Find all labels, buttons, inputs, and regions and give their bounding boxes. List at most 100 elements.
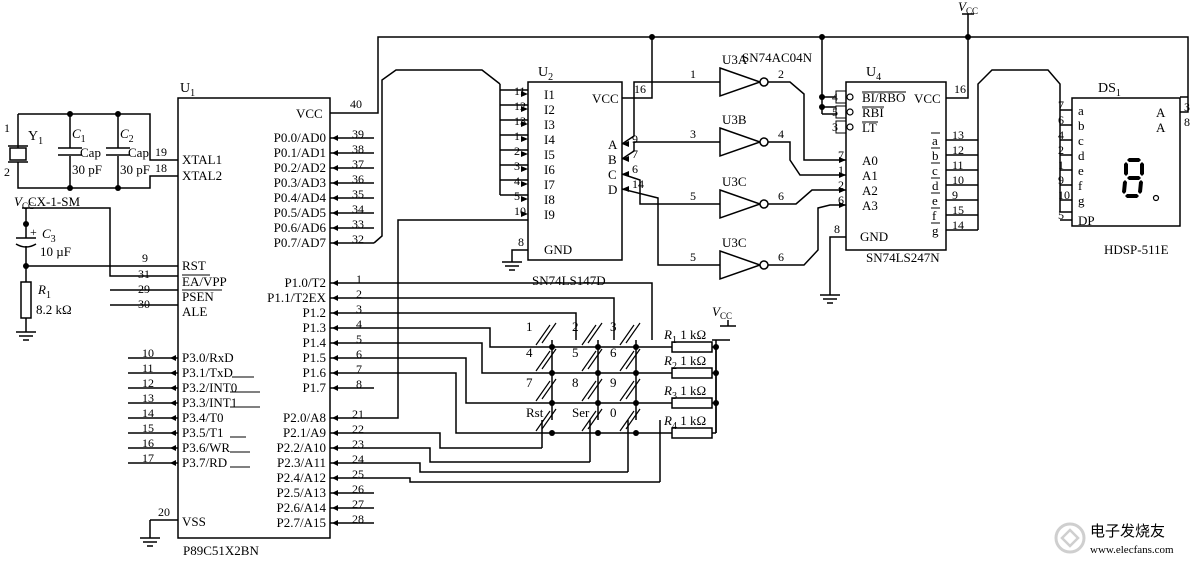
u1-port3-pin: 14: [142, 406, 154, 420]
u4-input-label: A2: [862, 183, 878, 198]
u4-output-pin: 11: [952, 158, 964, 172]
bidir-arrow-icon: [332, 355, 338, 361]
u1-port1-pin: 7: [356, 362, 362, 376]
ds1-ref: DS1: [1098, 81, 1121, 99]
crystal-pin2: 2: [4, 165, 10, 179]
u4-ref: U4: [866, 65, 881, 83]
u2-output-pin: 6: [632, 162, 638, 176]
ds1-anode-label: A: [1156, 120, 1166, 135]
u1-body: [177, 97, 331, 539]
u1-port1-pin: 3: [356, 302, 362, 316]
u1-port3-pin: 17: [142, 451, 154, 465]
u2-input-label: I6: [544, 162, 555, 177]
u1-port1-label: P1.0/T2: [284, 275, 326, 290]
u1-port1-label: P1.1/T2EX: [267, 290, 326, 305]
u4-control-pin: 5: [832, 105, 838, 119]
u2-input-label: I8: [544, 192, 555, 207]
u1-port3-label: P3.2/INT0: [182, 380, 237, 395]
u2-part: SN74LS147D: [532, 273, 606, 288]
keypad-key-label: 8: [572, 375, 579, 390]
resistor-icon: [671, 367, 713, 379]
ds1-segment-label: d: [1078, 148, 1085, 163]
vss-pin: 20: [158, 505, 170, 519]
bidir-arrow-icon: [170, 400, 176, 406]
u1-port3-label: P3.7/RD: [182, 455, 227, 470]
u1-port0-label: P0.5/AD5: [274, 205, 326, 220]
wires: [8, 13, 1189, 547]
u1-ref: U1: [180, 81, 195, 99]
output-arrow-icon: [622, 156, 629, 162]
inverter-bubble-icon: [759, 260, 769, 270]
keypad-key-label: 1: [526, 319, 533, 334]
c2-value: 30 pF: [120, 162, 150, 177]
u4-output-pin: 10: [952, 173, 964, 187]
inverter-gate-icon: [719, 188, 763, 220]
u1-port3-pin: 15: [142, 421, 154, 435]
u2-output-pin: 9: [632, 132, 638, 146]
bidir-arrow-icon: [332, 310, 338, 316]
u1-port3-label: P3.5/T1: [182, 425, 224, 440]
u4-output-pin: 15: [952, 203, 964, 217]
u4-body: [845, 81, 947, 251]
u4-output-label: f: [932, 208, 937, 223]
decimal-point-icon: [1152, 194, 1160, 202]
c3-polarity: +: [30, 225, 37, 239]
bidir-arrow-icon: [332, 295, 338, 301]
u2-input-pin: 10: [514, 204, 526, 218]
u1-port3-label: P3.3/INT1: [182, 395, 237, 410]
u2-input-label: I4: [544, 132, 555, 147]
inverter-in-pin: 3: [690, 127, 696, 141]
input-arrow-icon: [839, 172, 846, 178]
keypad-key-label: 7: [526, 375, 533, 390]
inverter-gate-icon: [719, 249, 763, 281]
watermark-logo: 电子发烧友 www.elecfans.com: [1054, 522, 1174, 556]
inverter-gate-icon: [719, 126, 763, 158]
push-switch-icon: [535, 322, 557, 346]
u1-port3-label: P3.4/T0: [182, 410, 224, 425]
u1-port3-pin: 12: [142, 376, 154, 390]
u1-port2-pin: 24: [352, 452, 364, 466]
bidir-arrow-icon: [332, 460, 338, 466]
u4-input-pin: 2: [838, 178, 844, 192]
u1-port2-label: P2.2/A10: [277, 440, 326, 455]
bidir-arrow-icon: [332, 195, 338, 201]
u2-input-label: I9: [544, 207, 555, 222]
u4-output-label: e: [932, 193, 938, 208]
bidir-arrow-icon: [170, 460, 176, 466]
u4-input-pin: 7: [838, 148, 844, 162]
u4-gnd-label: GND: [860, 229, 888, 244]
ds1-segment-label: f: [1078, 178, 1083, 193]
ale-label: ALE: [182, 304, 207, 319]
keypad-resistor-label: R2 1 kΩ: [663, 353, 706, 372]
keypad-key-label: 9: [610, 375, 617, 390]
u2-input-pin: 11: [514, 84, 526, 98]
input-arrow-icon: [521, 91, 528, 97]
ea-pin: 31: [138, 267, 150, 281]
keypad-resistor-label: R1 1 kΩ: [663, 327, 706, 346]
c2-type: Cap: [128, 145, 149, 160]
vcc-rail-label: VCC: [958, 0, 978, 16]
inverter-part: SN74AC04N: [742, 50, 813, 65]
inverter-out-pin: 6: [778, 250, 784, 264]
u1-port2-pin: 26: [352, 482, 364, 496]
u1-port0-pin: 37: [352, 157, 364, 171]
inverter-in-pin: 1: [690, 67, 696, 81]
u1-port1-label: P1.7: [303, 380, 327, 395]
u1-port1-pin: 5: [356, 332, 362, 346]
u1-port2-pin: 21: [352, 407, 364, 421]
inverter-ref: U3C: [722, 235, 747, 250]
u2-input-pin: 4: [514, 174, 520, 188]
u1-port0-pin: 32: [352, 232, 364, 246]
u2-output-pin: 7: [632, 147, 638, 161]
bidir-arrow-icon: [332, 340, 338, 346]
ds1-segment-label: g: [1078, 193, 1085, 208]
u1-port2-label: P2.0/A8: [283, 410, 326, 425]
psen-pin: 29: [138, 282, 150, 296]
keypad-key-label: 5: [572, 345, 579, 360]
u2-gnd-label: GND: [544, 242, 572, 257]
inverter-out-pin: 4: [778, 127, 784, 141]
keypad-key-label: 2: [572, 319, 579, 334]
